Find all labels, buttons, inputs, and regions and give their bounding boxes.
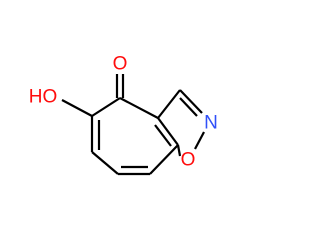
structure-canvas: HO O N O: [28, 53, 218, 176]
bond-c3-n: [179, 89, 203, 114]
atom-labels: HO O N O: [29, 54, 218, 171]
ring-oxygen-label: O: [181, 150, 196, 171]
bond-c3a-c3: [157, 89, 181, 119]
bonds: [61, 74, 205, 176]
hydroxyl-label: HO: [29, 87, 58, 108]
bond-c3-n-double: [179, 97, 198, 117]
bond-c4-c5: [91, 97, 121, 117]
bond-c8a-c3a-double: [154, 124, 172, 147]
bond-c5-oh: [61, 99, 93, 117]
bond-n-o: [194, 131, 205, 150]
bond-c3a-c4: [119, 97, 159, 119]
chemical-structure: HO O N O: [29, 54, 218, 176]
carbonyl-oxygen-label: O: [113, 54, 128, 75]
bond-c8-c8a: [149, 144, 179, 175]
bond-o-c8a: [176, 144, 182, 157]
bond-c8a-c3a: [157, 117, 179, 146]
ring-nitrogen-label: N: [204, 113, 218, 134]
bond-c6-c7: [91, 151, 119, 175]
